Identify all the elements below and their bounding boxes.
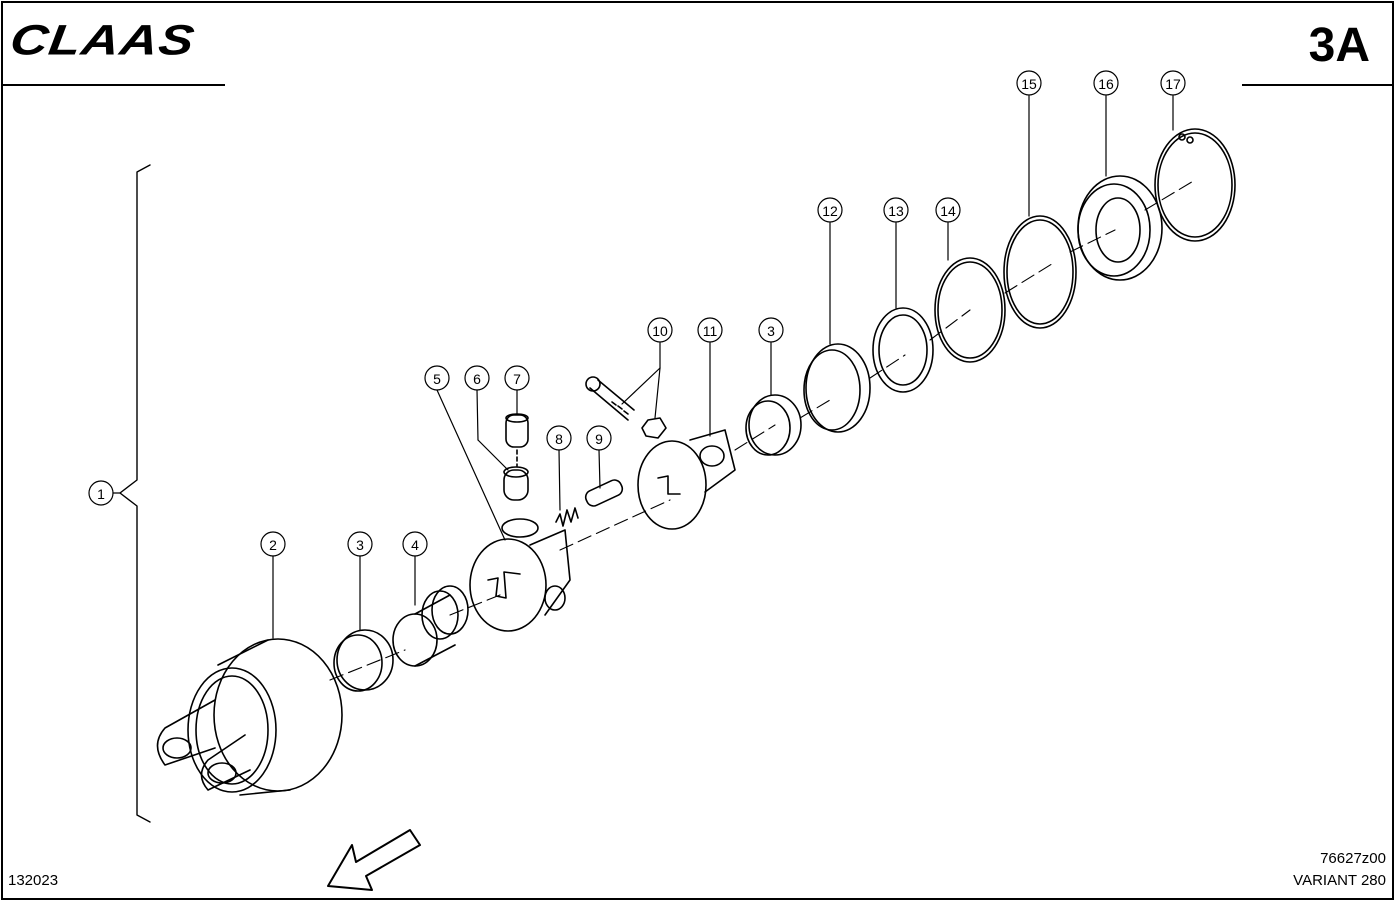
part-cap-disc-2 [745, 394, 802, 456]
part-seal-ring [872, 307, 934, 393]
callout-1: 1 [88, 480, 114, 506]
svg-text:10: 10 [652, 323, 668, 339]
part-snap-ring [934, 257, 1006, 363]
part-circlip [1154, 128, 1236, 242]
callout-17: 17 [1160, 70, 1186, 96]
callout-13: 13 [883, 197, 909, 223]
svg-text:6: 6 [473, 371, 481, 387]
page-code: 3A [1308, 19, 1370, 72]
callout-8: 8 [546, 425, 572, 451]
svg-text:12: 12 [822, 203, 838, 219]
part-yoke-housing [156, 638, 343, 796]
callout-2: 2 [260, 531, 286, 557]
part-cap-disc-1 [333, 629, 394, 692]
svg-text:2: 2 [269, 537, 277, 553]
part-bearing-washer [1077, 175, 1163, 281]
callout-4: 4 [402, 531, 428, 557]
callout-10: 10 [647, 317, 673, 343]
callout-6: 6 [464, 365, 490, 391]
callout-3a: 3 [347, 531, 373, 557]
part-ring-12 [803, 343, 871, 433]
part-flange-hub [637, 429, 736, 530]
svg-text:9: 9 [595, 431, 603, 447]
svg-text:5: 5 [433, 371, 441, 387]
header-rule-left [3, 84, 225, 86]
callout-3b: 3 [758, 317, 784, 343]
callout-5: 5 [424, 365, 450, 391]
assembly-axis [329, 179, 1196, 681]
callout-14: 14 [935, 197, 961, 223]
svg-text:11: 11 [703, 323, 718, 339]
svg-text:3: 3 [767, 323, 775, 339]
svg-text:16: 16 [1098, 76, 1114, 92]
reference-number: 76627z00 [1320, 850, 1386, 867]
part-plug [503, 466, 529, 501]
header-rule-right [1242, 84, 1392, 86]
callout-9: 9 [586, 425, 612, 451]
svg-text:17: 17 [1165, 76, 1181, 92]
direction-arrow-icon [327, 829, 421, 891]
part-pin [584, 479, 624, 507]
svg-text:13: 13 [888, 203, 904, 219]
svg-text:15: 15 [1021, 76, 1037, 92]
callout-11: 11 [697, 317, 723, 343]
callout-16: 16 [1093, 70, 1119, 96]
leader-lines [112, 95, 1174, 639]
part-hub-body [469, 518, 571, 632]
callout-12: 12 [817, 197, 843, 223]
part-spring [555, 507, 579, 527]
part-piston [392, 585, 469, 667]
svg-text:4: 4 [411, 537, 419, 553]
svg-text:3: 3 [356, 537, 364, 553]
svg-text:14: 14 [940, 203, 956, 219]
model-name: VARIANT 280 [1293, 872, 1386, 889]
part-o-ring [1003, 215, 1077, 329]
part-bolt-nut [585, 376, 667, 439]
svg-text:7: 7 [513, 371, 521, 387]
part-sleeve [505, 413, 529, 467]
callout-7: 7 [504, 365, 530, 391]
drawing-number: 132023 [8, 872, 59, 889]
svg-text:1: 1 [97, 486, 105, 502]
svg-text:8: 8 [555, 431, 563, 447]
assembly-bracket [119, 164, 151, 823]
callout-15: 15 [1016, 70, 1042, 96]
